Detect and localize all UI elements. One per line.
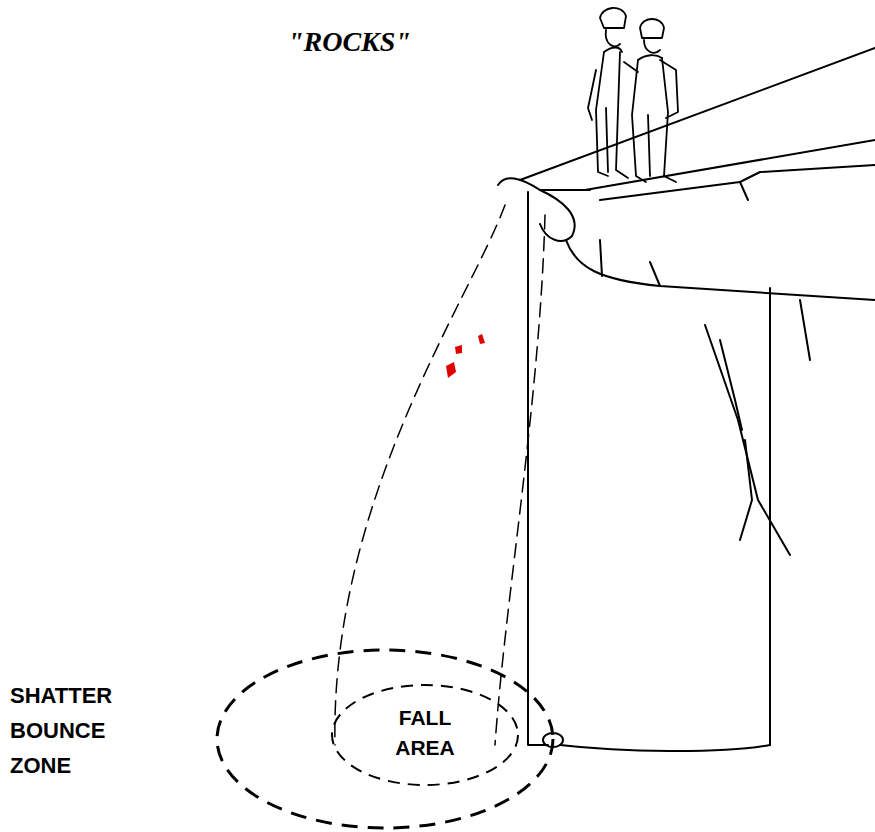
zone-label: SHATTER BOUNCE ZONE xyxy=(10,678,122,783)
zone-label: FALL AREA xyxy=(375,703,475,763)
dashed-ellipse xyxy=(332,685,518,785)
cliff-face xyxy=(528,190,875,751)
cliff-top xyxy=(498,48,875,200)
zone-outline xyxy=(215,648,555,830)
bounce-zone-ellipse: SHATTER BOUNCE ZONEFALL AREA xyxy=(215,648,555,830)
shout-label: "ROCKS" xyxy=(288,26,411,58)
zone-outline xyxy=(330,683,520,787)
fall-area-ellipse: FALL AREA xyxy=(330,683,520,787)
dashed-ellipse xyxy=(217,650,553,828)
falling-rocks xyxy=(446,334,485,378)
climbers xyxy=(588,8,678,182)
trajectory-lines xyxy=(335,205,545,745)
